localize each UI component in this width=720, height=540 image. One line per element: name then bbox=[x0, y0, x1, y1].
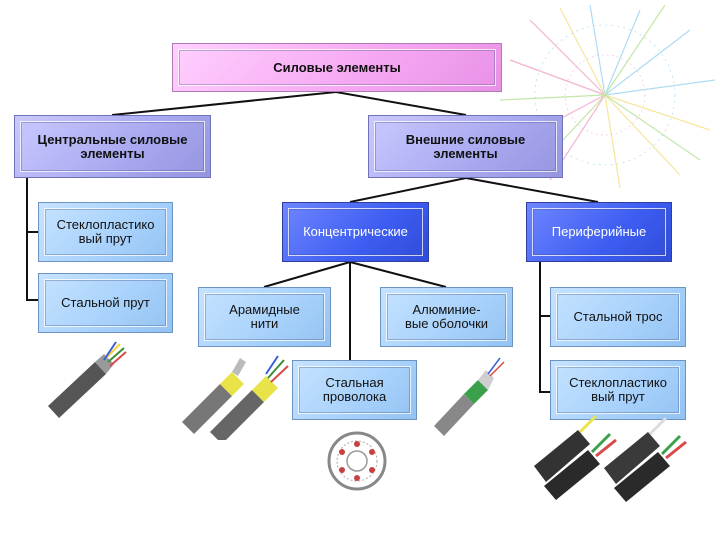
peripheral-node: Периферийные bbox=[526, 202, 672, 262]
aramid-node: Арамидные нити bbox=[198, 287, 331, 347]
root-node: Силовые элементы bbox=[172, 43, 502, 92]
external-elements-node: Внешние силовые элементы bbox=[368, 115, 563, 178]
cable-aluminum-icon bbox=[434, 357, 505, 436]
central-elements-node: Центральные силовые элементы bbox=[14, 115, 211, 178]
cable-steel-rod-icon bbox=[48, 341, 127, 418]
cable-aramid-icon bbox=[182, 355, 289, 440]
glass-rod-peripheral-node: Стеклопластико вый прут bbox=[550, 360, 686, 420]
steel-rod-node: Стальной прут bbox=[38, 273, 173, 333]
glass-rod-central-node: Стеклопластико вый прут bbox=[38, 202, 173, 262]
cable-glass-rod-icon bbox=[534, 414, 617, 500]
aluminum-node: Алюминиe- вые оболочки bbox=[380, 287, 513, 347]
steel-wire-cross-section-icon bbox=[327, 431, 387, 491]
steel-cable-node: Стальной трос bbox=[550, 287, 686, 347]
concentric-node: Концентрические bbox=[282, 202, 429, 262]
steel-wire-node: Стальная проволока bbox=[292, 360, 417, 420]
cable-steel-cable-icon bbox=[604, 416, 687, 502]
